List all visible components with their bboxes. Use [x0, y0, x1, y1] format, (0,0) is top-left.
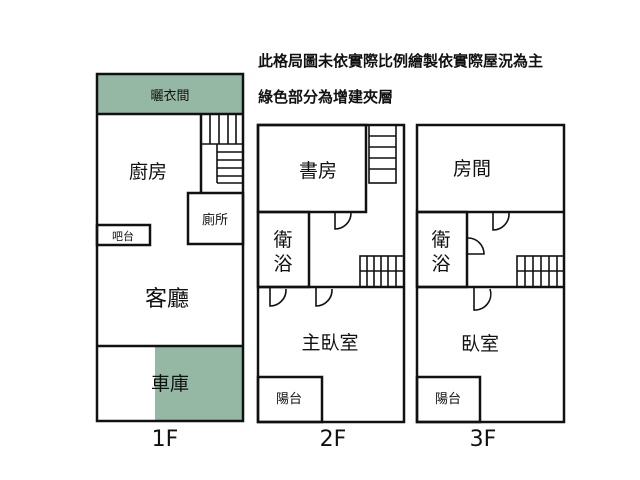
room-garage: 車庫 [151, 373, 189, 395]
room-bar: 吧台 [112, 229, 134, 243]
laundry-addition-area [97, 74, 243, 114]
floor-label-3f: 3F [470, 427, 497, 452]
door-bathroom-2f [269, 288, 287, 307]
garage-addition-area [155, 346, 243, 421]
note-scale-disclaimer: 此格局圖未依實際比例繪製依實際屋況為主 [258, 52, 543, 70]
toilet-1f [186, 191, 245, 246]
room-study: 書房 [299, 160, 337, 182]
room-bath-3f-a: 衛 [431, 229, 450, 251]
door-study [334, 212, 352, 230]
stairs-2f-lower [359, 255, 405, 288]
door-bathroom-3f [467, 237, 485, 255]
floor-1f: 曬衣間 廚房 廁所 吧台 客廳 車庫 1F [95, 72, 245, 452]
room-bath-3f-b: 浴 [431, 253, 450, 275]
note-green-legend: 綠色部分為增建夾層 [258, 88, 393, 106]
floor-3f: 房間 衛 浴 臥室 陽台 3F [415, 123, 566, 452]
room-toilet: 廁所 [202, 212, 228, 228]
room-bath-2f-a: 衛 [273, 229, 292, 251]
room-room-3f: 房間 [453, 158, 491, 180]
door-master [315, 288, 333, 307]
room-kitchen: 廚房 [129, 160, 167, 183]
study-2f [256, 123, 368, 214]
room-balcony-3f: 陽台 [435, 392, 461, 407]
room-bath-2f-b: 浴 [273, 253, 292, 275]
floor-label-2f: 2F [320, 427, 347, 452]
stairs-2f-upper [368, 124, 397, 184]
stairs-3f [516, 255, 565, 288]
door-bedroom-3f [473, 288, 492, 311]
floor-2f: 書房 衛 浴 主臥室 陽台 2F [256, 123, 406, 452]
balcony-3f [415, 375, 482, 424]
floor-label-1f: 1F [152, 427, 179, 452]
room-bedroom-3f: 臥室 [461, 333, 499, 355]
stairs-1f [199, 114, 243, 192]
room-balcony-2f: 陽台 [276, 392, 302, 407]
door-room-3f [492, 212, 510, 231]
room-living: 客廳 [145, 287, 189, 312]
room-master-bedroom: 主臥室 [301, 332, 358, 354]
room-laundry: 曬衣間 [150, 88, 189, 104]
balcony-2f [256, 375, 324, 424]
bar-counter [95, 223, 152, 247]
floor1-outline [95, 72, 245, 423]
